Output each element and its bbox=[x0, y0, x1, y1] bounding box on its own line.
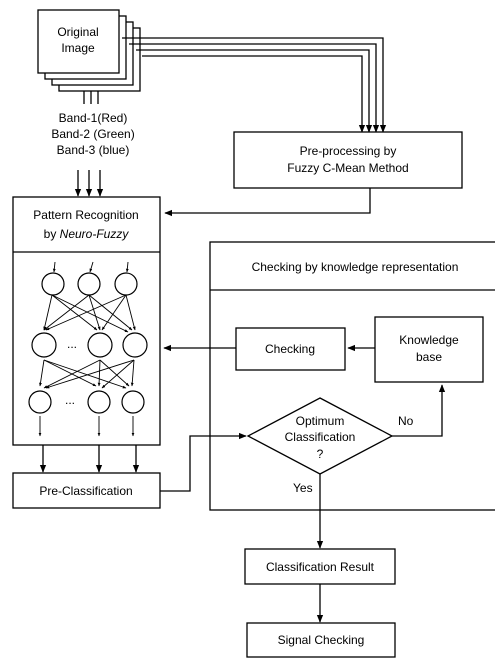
band-arrows bbox=[74, 170, 104, 197]
nn-ellipsis-layer-2: ... bbox=[67, 337, 77, 351]
nn-node-3-2 bbox=[87, 390, 111, 414]
original-image-box bbox=[37, 9, 120, 74]
decision-label-1: Optimum bbox=[296, 414, 345, 428]
preprocessing-box bbox=[233, 131, 463, 189]
checking-panel-title: Checking by knowledge representation bbox=[252, 260, 459, 274]
nn-node-2-1 bbox=[31, 332, 57, 358]
checking-label: Checking bbox=[265, 342, 315, 356]
classification-result-box bbox=[244, 548, 396, 585]
original-image-label-1: Original bbox=[57, 25, 98, 39]
signal-checking-box bbox=[246, 622, 396, 658]
neural-network: ... ... bbox=[28, 261, 148, 437]
original-image-stack: Original Image bbox=[37, 9, 141, 92]
knowledge-base-box bbox=[374, 316, 484, 383]
classification-result-label: Classification Result bbox=[266, 560, 375, 574]
nn-node-1-2 bbox=[77, 272, 101, 296]
knowledge-base-label-2: base bbox=[416, 350, 442, 364]
band-connectors-top bbox=[83, 91, 99, 104]
preclassification-to-decision-arrow bbox=[160, 432, 247, 492]
image-to-preprocessing-connectors bbox=[122, 37, 387, 133]
decision-label-3: ? bbox=[317, 447, 324, 461]
pre-classification-box bbox=[12, 472, 161, 509]
pattern-recognition-label-2: by Neuro-Fuzzy bbox=[44, 227, 130, 241]
nn-node-1-3 bbox=[114, 272, 138, 296]
decision-label-2: Classification bbox=[285, 430, 356, 444]
pattern-to-preclassification-arrows bbox=[39, 445, 140, 473]
knowledge-base-label-1: Knowledge bbox=[399, 333, 459, 347]
original-image-label-2: Image bbox=[61, 41, 95, 55]
pre-classification-label: Pre-Classification bbox=[39, 484, 132, 498]
nn-node-3-1 bbox=[28, 390, 52, 414]
nn-node-3-3 bbox=[121, 390, 145, 414]
no-label: No bbox=[398, 414, 414, 428]
signal-checking-label: Signal Checking bbox=[278, 633, 365, 647]
band-1-label: Band-1(Red) bbox=[59, 111, 128, 125]
pattern-recognition-label-1: Pattern Recognition bbox=[33, 208, 138, 222]
checking-box bbox=[235, 327, 346, 371]
preprocessing-to-pattern-arrow bbox=[164, 188, 371, 217]
yes-label: Yes bbox=[293, 481, 313, 495]
preprocessing-label-2: Fuzzy C-Mean Method bbox=[287, 161, 408, 175]
nn-node-2-3 bbox=[122, 332, 148, 358]
band-2-label: Band-2 (Green) bbox=[51, 127, 134, 141]
nn-ellipsis-layer-3: ... bbox=[65, 393, 75, 407]
preprocessing-label-1: Pre-processing by bbox=[300, 144, 397, 158]
band-3-label: Band-3 (blue) bbox=[57, 143, 130, 157]
decision-no-arrow bbox=[392, 384, 446, 437]
nn-node-2-2 bbox=[87, 332, 113, 358]
nn-node-1-1 bbox=[41, 272, 65, 296]
